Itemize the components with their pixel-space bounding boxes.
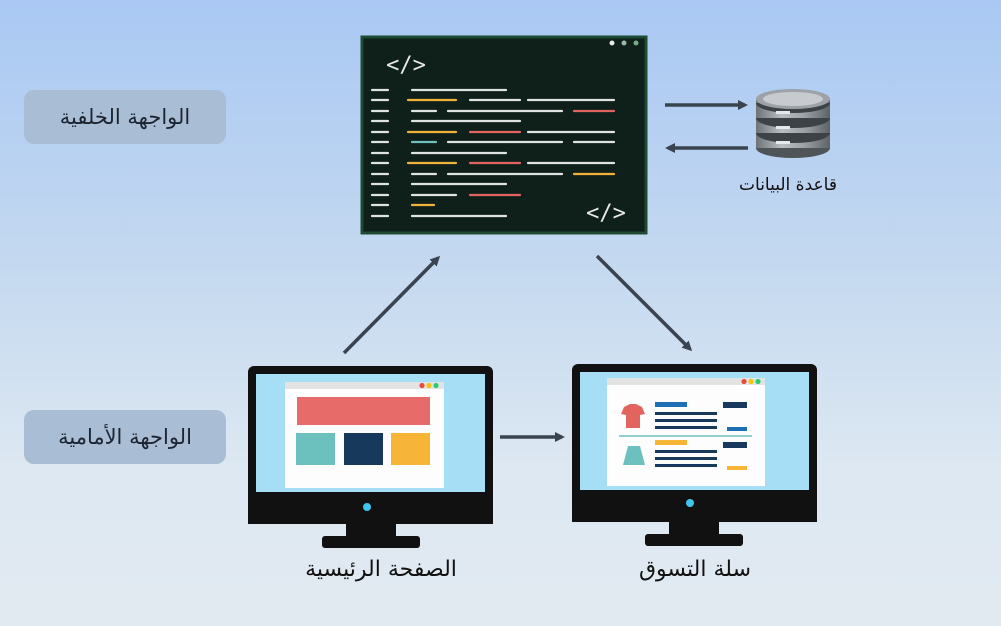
code-lines (370, 88, 616, 218)
arrow-home-to-backend (342, 255, 441, 355)
homepage-monitor-icon (248, 366, 493, 548)
code-tag-open: </> (386, 53, 426, 78)
frontend-label-text: الواجهة الأمامية (58, 425, 192, 449)
cart-monitor-icon (572, 364, 817, 546)
cart-caption: سلة التسوق (638, 557, 752, 582)
frontend-label: الواجهة الأمامية (24, 410, 226, 464)
code-tag-close: </> (586, 201, 626, 226)
arrow-backend-to-cart (595, 254, 693, 352)
arrows (342, 100, 748, 442)
code-window-icon: </> </> (360, 35, 648, 235)
database-icon (756, 89, 830, 158)
homepage-caption: الصفحة الرئيسية (305, 557, 457, 582)
backend-label-text: الواجهة الخلفية (59, 105, 191, 129)
database-caption: قاعدة البيانات (739, 175, 837, 195)
backend-label: الواجهة الخلفية (24, 90, 226, 144)
